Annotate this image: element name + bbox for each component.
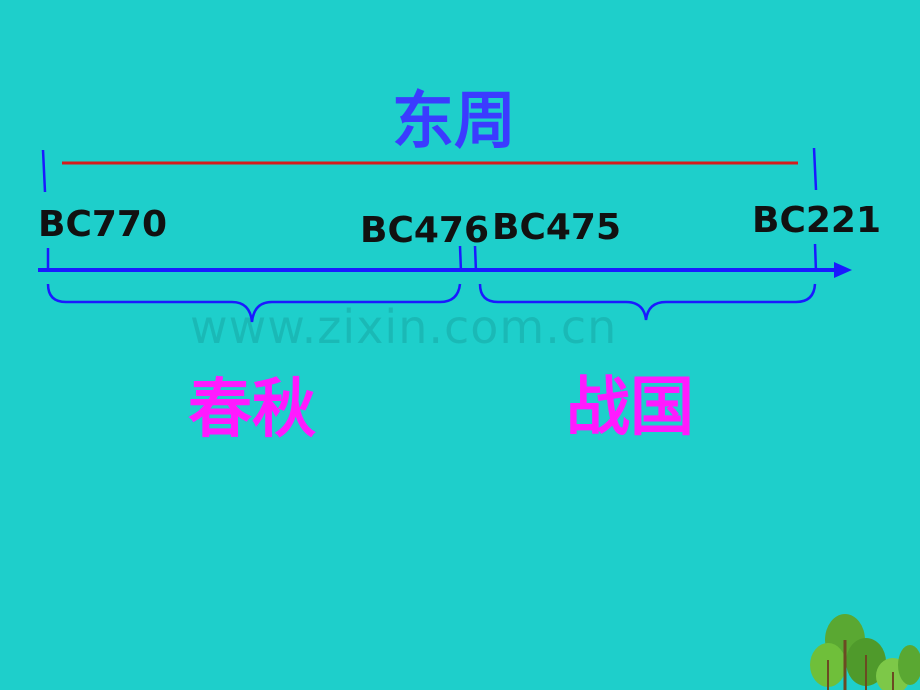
- diagram-title: 东周: [392, 84, 517, 157]
- period-label-zhanguo: 战国: [566, 371, 694, 445]
- tick-bc475: [473, 245, 478, 273]
- label-bc475: BC475: [492, 207, 622, 248]
- tree-decoration: [810, 614, 920, 690]
- timeline-arrow-head: [834, 262, 852, 278]
- tick-bc476: [458, 245, 463, 273]
- tick-bc221: [813, 243, 818, 273]
- chunqiu-brace: [46, 283, 462, 323]
- span-right-tick: [812, 147, 818, 191]
- span-left-tick: [41, 149, 47, 193]
- watermark-text: www.zixin.com.cn: [190, 300, 618, 354]
- label-bc476: BC476: [360, 210, 490, 251]
- period-label-chunqiu: 春秋: [188, 373, 316, 447]
- zhanguo-brace: [478, 283, 817, 321]
- label-bc221: BC221: [752, 200, 882, 241]
- label-bc770: BC770: [38, 204, 168, 245]
